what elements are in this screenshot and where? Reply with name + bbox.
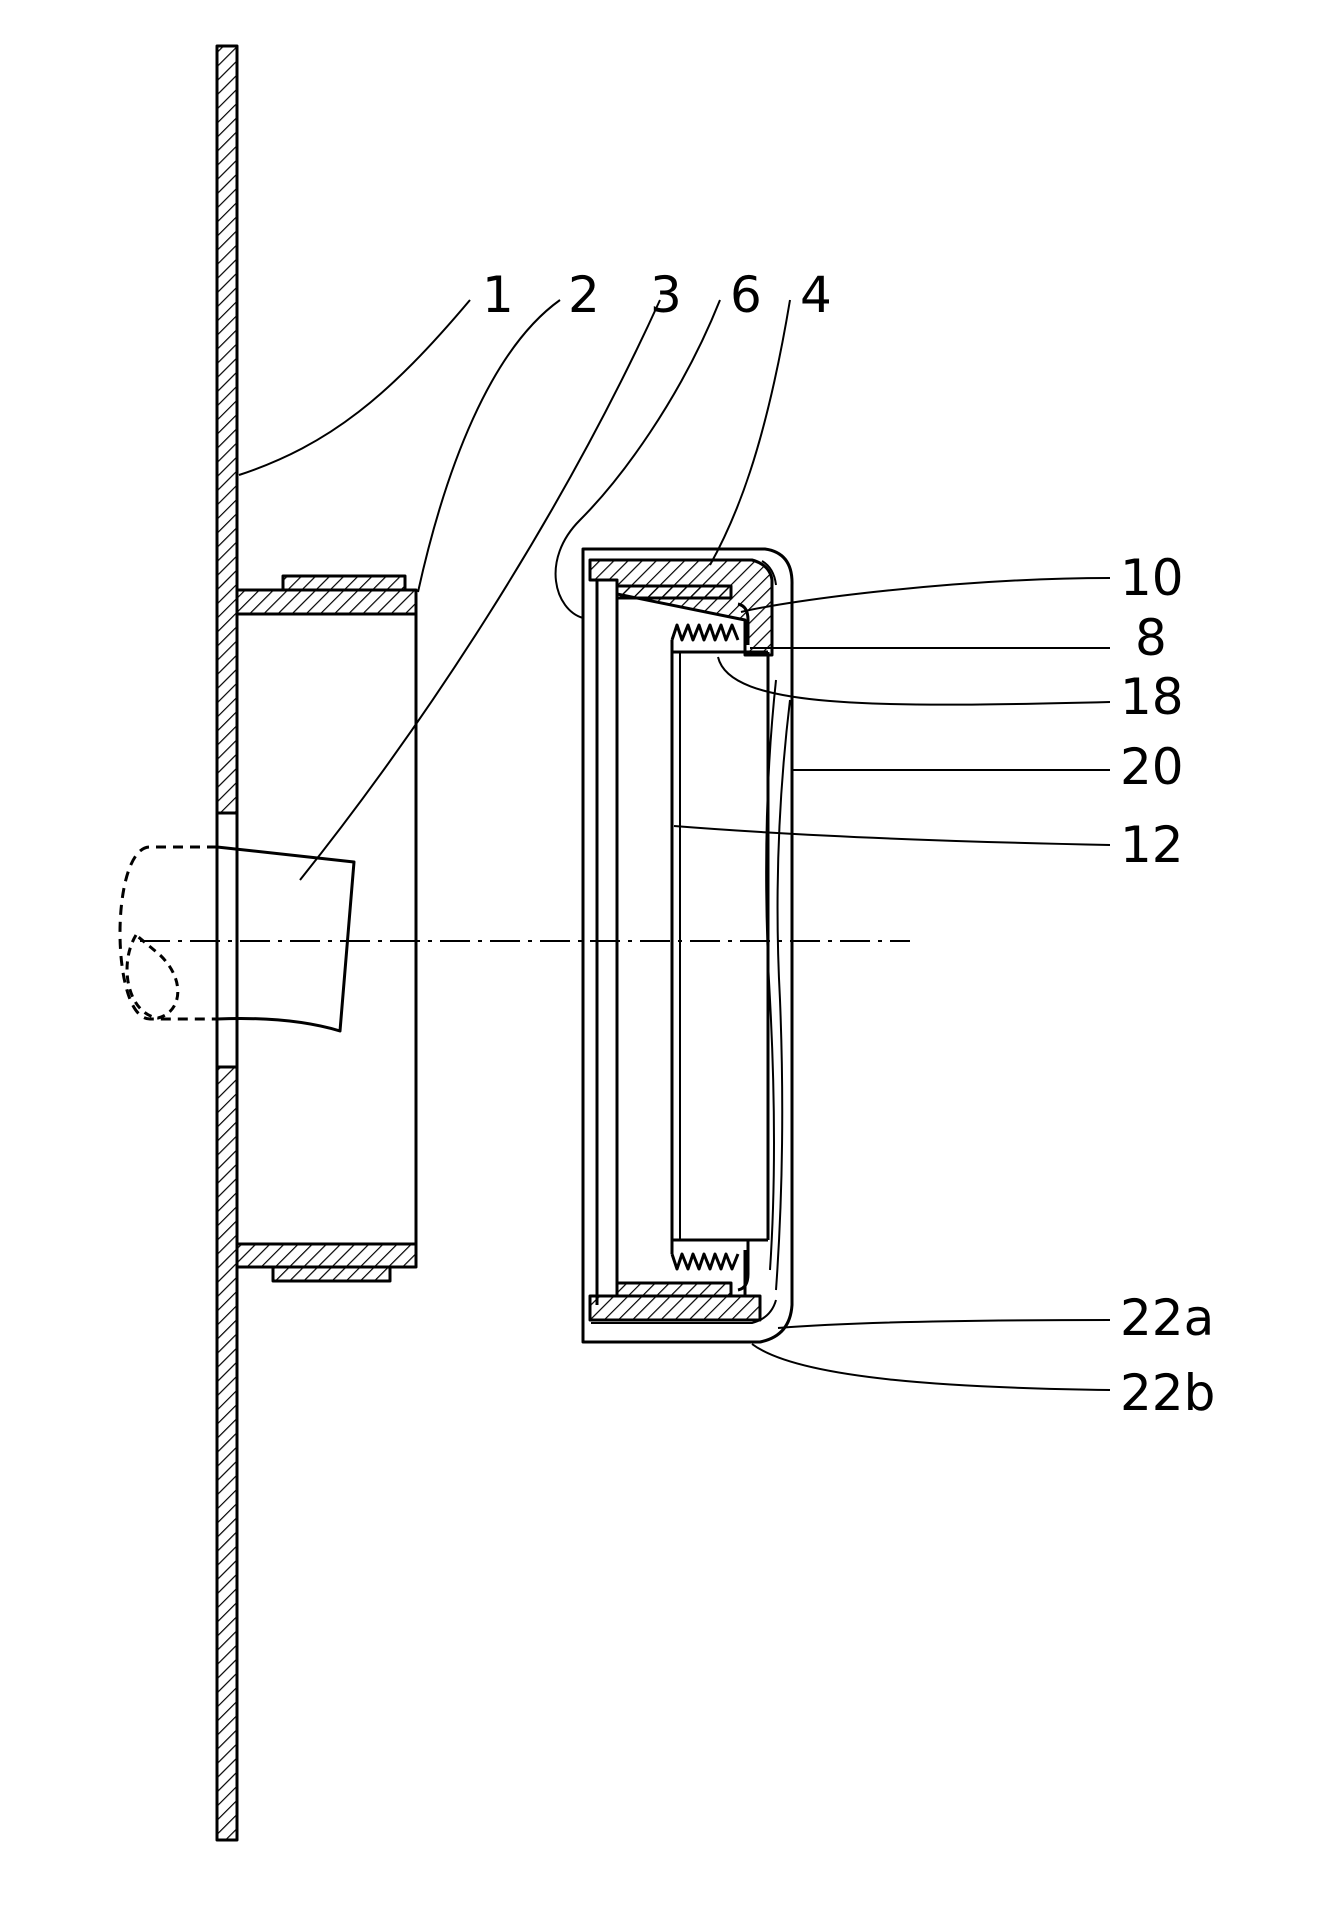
label-2: 2: [568, 266, 600, 324]
label-8: 8: [1135, 609, 1167, 667]
label-20: 20: [1120, 738, 1184, 796]
label-18: 18: [1120, 668, 1184, 726]
leader-2: [418, 300, 560, 592]
leader-1: [239, 300, 470, 475]
label-6: 6: [730, 266, 762, 324]
label-12: 12: [1120, 816, 1184, 874]
leader-10: [741, 578, 1110, 612]
leader-22a: [778, 1320, 1110, 1328]
leader-12: [674, 826, 1110, 845]
label-3: 3: [650, 266, 682, 324]
label-10: 10: [1120, 549, 1184, 607]
leader-22b: [752, 1344, 1110, 1390]
cap-shell: [583, 549, 792, 1342]
leader-4: [710, 300, 790, 565]
label-22a: 22a: [1120, 1289, 1214, 1347]
cap-inner-wall: [597, 580, 617, 1305]
inner-disc: [672, 652, 768, 1240]
label-1: 1: [482, 266, 514, 324]
membrane: [766, 652, 790, 1290]
label-22b: 22b: [1120, 1364, 1215, 1422]
seal-ring: [672, 604, 748, 1290]
sleeve-housing: [237, 576, 416, 1281]
label-4: 4: [800, 266, 832, 324]
wall-plate: [217, 46, 237, 1840]
leader-lines: [239, 300, 1110, 1390]
